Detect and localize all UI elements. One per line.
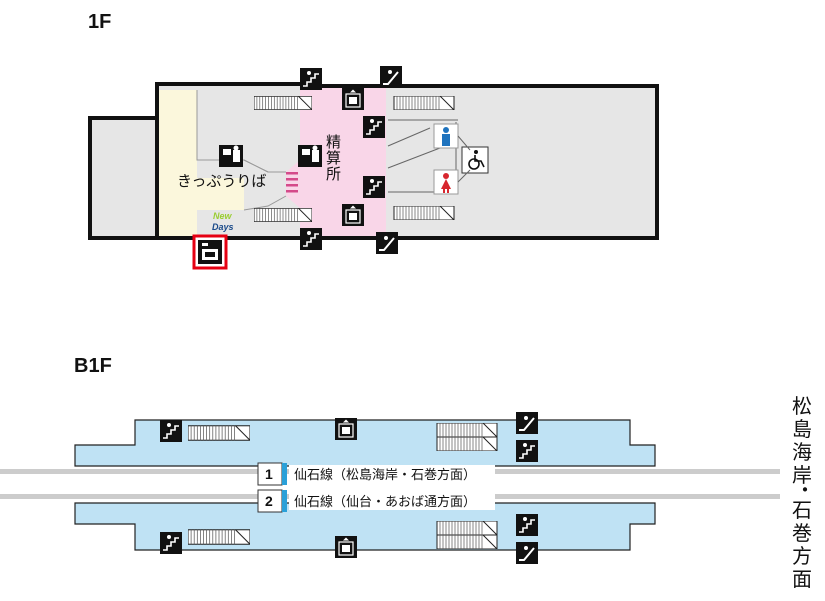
direction-label: 松 島 海 岸 ・ 石 巻 方 面: [792, 394, 815, 591]
shop-logo-line2: Days: [212, 222, 234, 232]
stairs-icon-1f-top[interactable]: [300, 68, 322, 90]
ticket-gates: [286, 172, 298, 193]
floor-label-1f: 1F: [88, 11, 111, 33]
escalator-icon-1f-bottom[interactable]: [376, 232, 398, 254]
shop-logo-line1: New: [213, 211, 233, 221]
stairs-icon-1f-mid2[interactable]: [363, 176, 385, 198]
stairs-b1-lower-right-b: [436, 535, 498, 549]
track-1-text: 仙石線（松島海岸・石巻方面）: [294, 467, 476, 483]
wheelchair-icon[interactable]: [461, 146, 489, 174]
dir-char-5: ・: [795, 478, 815, 502]
fare-adjust-char-1: 精: [326, 133, 341, 151]
ticket-machine-icon-2[interactable]: [298, 145, 322, 167]
coin-locker-icon[interactable]: [198, 240, 222, 264]
stairs-icon-1f-mid[interactable]: [363, 116, 385, 138]
ticket-area: [159, 90, 244, 236]
dir-char-7: 巻: [792, 521, 812, 545]
ticket-office-label: きっぷうりば: [177, 172, 266, 190]
dir-char-9: 面: [792, 567, 812, 591]
stairs-1f-nw: [254, 96, 312, 110]
stairs-b1-lower-right-a: [436, 521, 498, 535]
track-2-label: 2 仙石線（仙台・あおば通方面）: [257, 489, 495, 513]
stairs-1f-sw: [254, 208, 312, 222]
elevator-icon-1f-bottom[interactable]: [342, 204, 364, 226]
elevator-icon-b1-lower[interactable]: [335, 536, 357, 558]
stairs-1f-se: [393, 206, 455, 220]
stairs-icon-b1-lower[interactable]: [160, 532, 182, 554]
west-annex: [88, 116, 159, 240]
floor-1f-plan: New Days きっぷうりば 精 算 所: [88, 66, 659, 270]
toilet-women-icon[interactable]: [433, 169, 459, 195]
stairs-b1-upper-right-b: [436, 437, 498, 451]
stairs-b1-upper-left: [188, 425, 250, 441]
elevator-icon-b1-upper[interactable]: [335, 418, 357, 440]
stairs-icon-b1-lower-right[interactable]: [516, 514, 538, 536]
dir-char-6: 石: [792, 498, 812, 522]
track-2-number: 2: [265, 493, 273, 509]
stairs-b1-lower-left: [188, 529, 250, 545]
dir-char-8: 方: [792, 544, 812, 568]
track-1-number: 1: [265, 466, 273, 482]
escalator-icon-1f-top[interactable]: [380, 66, 402, 88]
dir-char-4: 岸: [792, 463, 812, 487]
stairs-icon-b1-upper-right[interactable]: [516, 440, 538, 462]
dir-char-1: 松: [792, 394, 812, 418]
newdays-shop[interactable]: New Days: [212, 211, 234, 232]
track-1-label: 1 仙石線（松島海岸・石巻方面）: [257, 462, 495, 486]
stairs-b1-upper-right-a: [436, 423, 498, 437]
ticket-machine-icon[interactable]: [219, 145, 243, 167]
fare-adjust-char-3: 所: [326, 165, 341, 183]
escalator-icon-b1-upper[interactable]: [516, 412, 538, 434]
toilet-men-icon[interactable]: [433, 123, 459, 149]
escalator-icon-b1-lower[interactable]: [516, 542, 538, 564]
dir-char-2: 島: [792, 417, 812, 441]
floor-label-b1f: B1F: [74, 355, 112, 377]
dir-char-3: 海: [792, 440, 812, 464]
stairs-icon-b1-upper[interactable]: [160, 420, 182, 442]
stairs-1f-ne: [393, 96, 455, 110]
fare-adjust-char-2: 算: [326, 149, 341, 167]
track-2-text: 仙石線（仙台・あおば通方面）: [294, 494, 476, 510]
stairs-icon-1f-bottom[interactable]: [300, 228, 322, 250]
paid-area: [286, 88, 386, 236]
elevator-icon-1f-top[interactable]: [342, 88, 364, 110]
